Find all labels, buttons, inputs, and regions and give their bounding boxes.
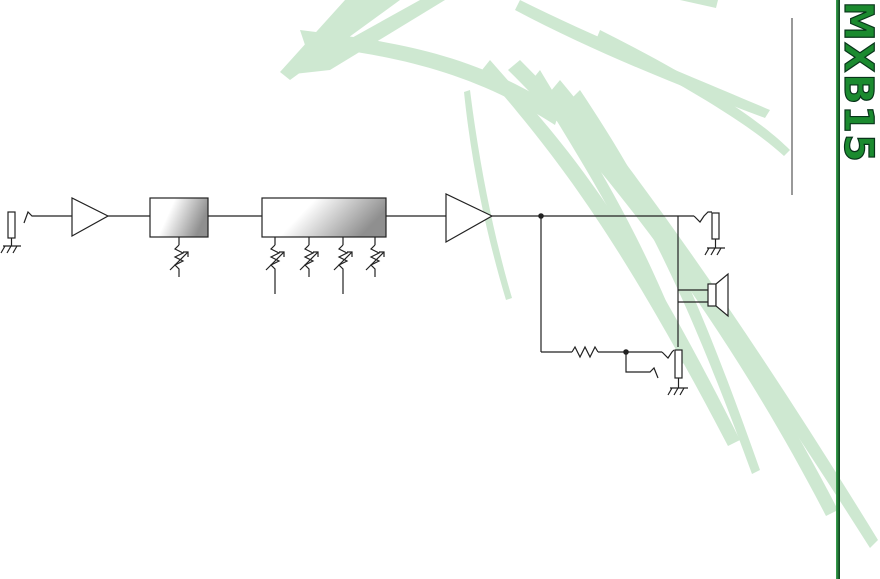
signal-path bbox=[0, 193, 729, 396]
background-swoosh bbox=[280, 0, 878, 548]
headphone-jack-symbol bbox=[667, 349, 688, 396]
eq-pot-4 bbox=[365, 237, 385, 277]
eq-pot-2 bbox=[299, 237, 319, 277]
gain-module bbox=[149, 197, 209, 238]
eq-pot-1 bbox=[265, 237, 285, 294]
gain-pot bbox=[169, 237, 189, 277]
speaker-symbol bbox=[707, 272, 729, 318]
input-jack-symbol bbox=[0, 210, 36, 254]
headphone-resistor bbox=[571, 345, 599, 359]
power-amp bbox=[445, 193, 494, 244]
preamp-amplifier bbox=[71, 197, 110, 238]
brand-logo-text: MXB15 bbox=[834, 1, 880, 164]
brand-strip-line bbox=[836, 0, 840, 579]
line-out-jack-symbol bbox=[693, 211, 725, 256]
eq-module bbox=[261, 197, 387, 238]
eq-pot-3 bbox=[333, 237, 353, 294]
